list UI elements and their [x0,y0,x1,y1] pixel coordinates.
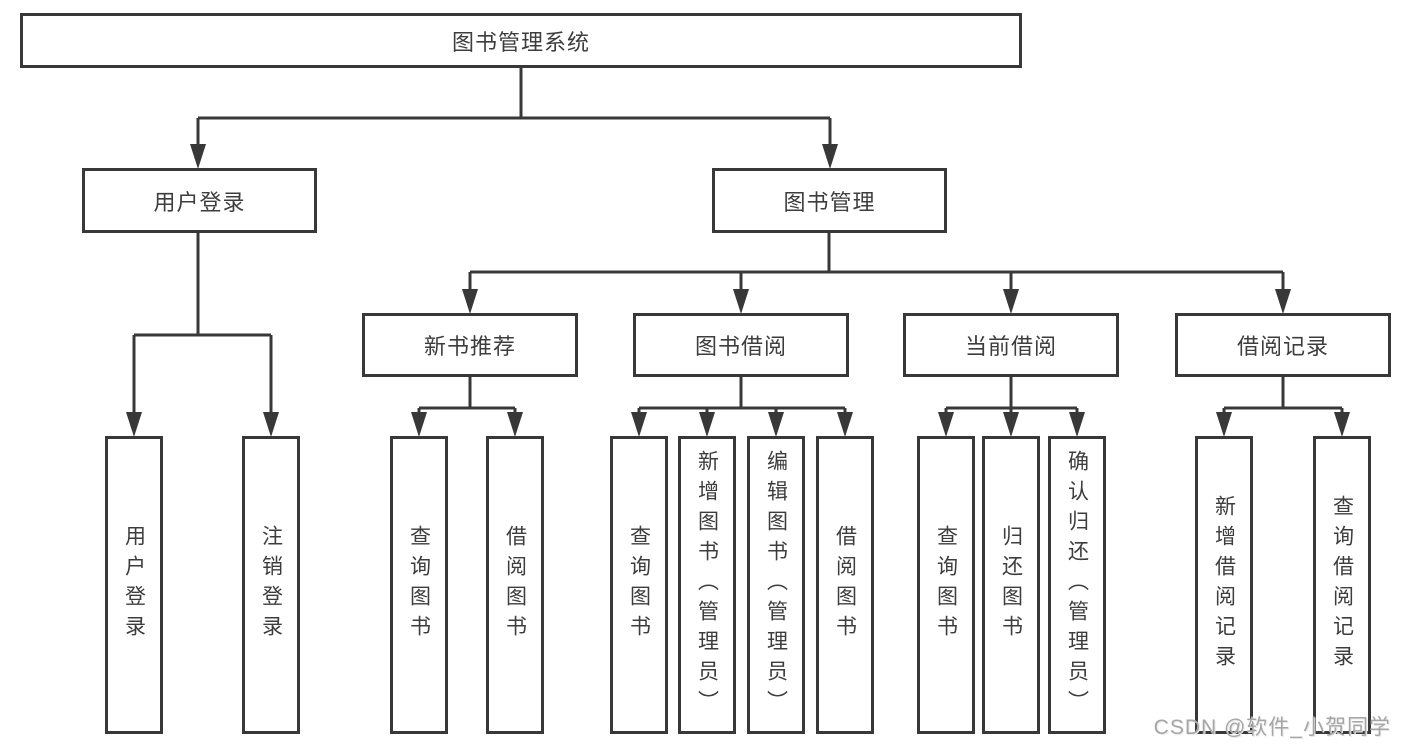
arrow-down-icon [190,144,206,169]
arrow-down-icon [1003,412,1019,437]
node-label: 借阅图书 [833,525,857,645]
node-label: 图书管理 [783,189,876,215]
node-label: 新书推荐 [423,334,516,359]
arrow-down-icon [263,412,279,437]
node-label: 借阅图书 [503,525,527,645]
node-label: 用户登录 [122,525,146,645]
arrow-down-icon [699,412,715,437]
arrow-down-icon [938,412,954,437]
leaf-query-books-current: 查询图书 [917,436,975,734]
node-borrowing-records: 借阅记录 [1175,313,1391,377]
leaf-query-borrow-record: 查询借阅记录 [1313,436,1371,734]
arrow-down-icon [1003,289,1019,314]
node-label: 图书管理系统 [451,29,590,55]
node-label: 新增借阅记录 [1212,495,1236,675]
leaf-query-books-borrowing: 查询图书 [610,436,668,734]
leaf-return-book: 归还图书 [982,436,1040,734]
node-label: 查询图书 [934,525,958,645]
node-label: 查询借阅记录 [1330,495,1354,675]
leaf-borrow-books-borrowing: 借阅图书 [816,436,874,734]
arrow-down-icon [507,412,523,437]
leaf-borrow-books-recommend: 借阅图书 [486,436,544,734]
arrow-down-icon [768,412,784,437]
arrow-down-icon [822,144,838,169]
arrow-down-icon [837,412,853,437]
node-label: 归还图书 [999,525,1023,645]
node-user-login: 用户登录 [82,168,317,233]
watermark: CSDN @软件_小贺同学 [1153,716,1391,739]
arrow-down-icon [411,412,427,437]
arrow-down-icon [1275,289,1291,314]
leaf-confirm-return-admin: 确认归还（管理员） [1048,436,1106,734]
arrow-down-icon [733,289,749,314]
leaf-add-borrow-record: 新增借阅记录 [1195,436,1253,734]
leaf-user-login: 用户登录 [105,436,163,734]
arrow-down-icon [1069,412,1085,437]
node-current-borrowing: 当前借阅 [903,313,1119,377]
node-label: 当前借阅 [964,334,1057,359]
arrow-down-icon [126,412,142,437]
node-label: 查询图书 [627,525,651,645]
leaf-logout: 注销登录 [242,436,300,734]
node-label: 图书借阅 [694,334,787,359]
node-label: 确认归还（管理员） [1065,450,1089,720]
node-label: 注销登录 [259,525,283,645]
node-label: 用户登录 [153,189,246,215]
arrow-down-icon [631,412,647,437]
arrow-down-icon [1216,412,1232,437]
leaf-edit-book-admin: 编辑图书（管理员） [747,436,805,734]
arrow-down-icon [462,289,478,314]
leaf-query-books-recommend: 查询图书 [390,436,448,734]
node-label: 查询图书 [407,525,431,645]
leaf-add-book-admin: 新增图书（管理员） [678,436,736,734]
node-book-management: 图书管理 [712,168,947,233]
node-book-borrowing: 图书借阅 [633,313,849,377]
node-label: 借阅记录 [1236,334,1329,359]
node-root: 图书管理系统 [20,13,1022,68]
node-label: 新增图书（管理员） [695,450,719,720]
arrow-down-icon [1334,412,1350,437]
node-label: 编辑图书（管理员） [764,450,788,720]
node-new-book-recommend: 新书推荐 [362,313,578,377]
